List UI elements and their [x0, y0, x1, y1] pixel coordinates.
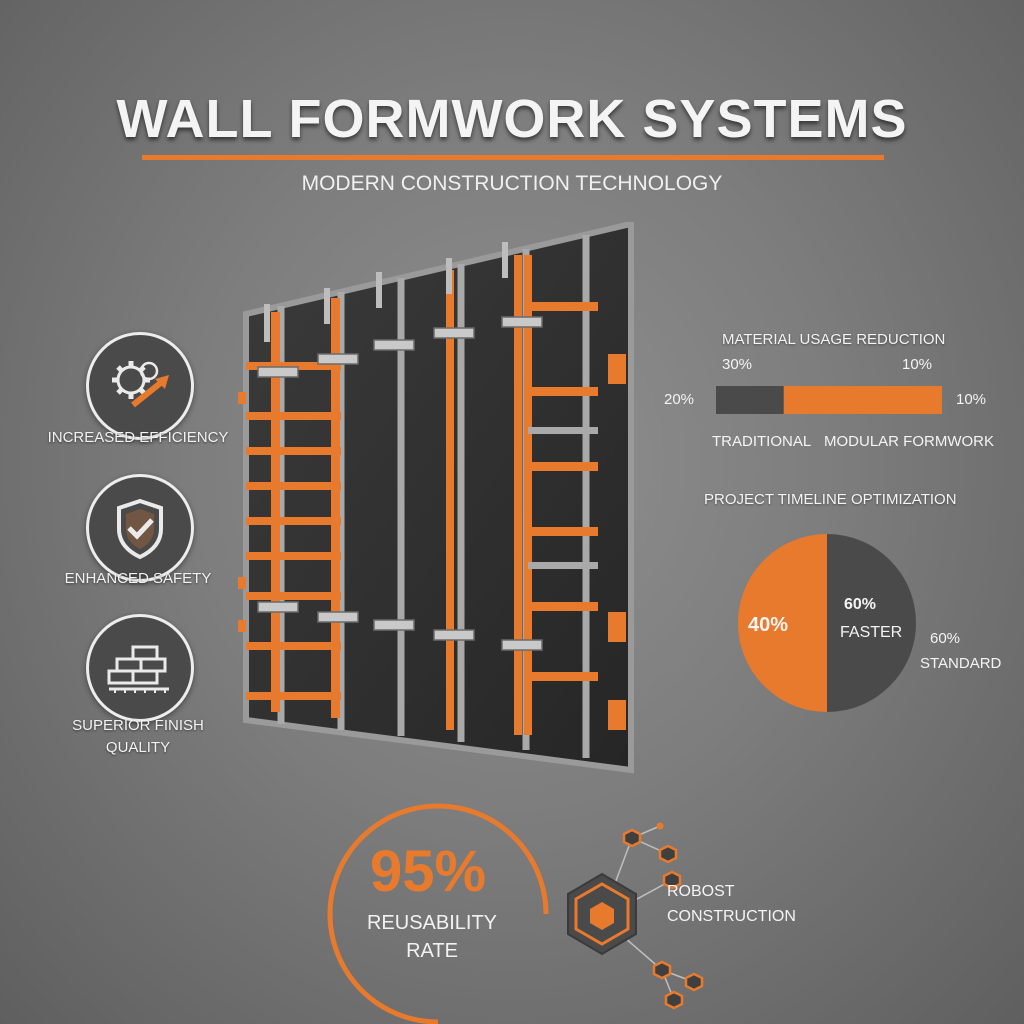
gear-arrow-icon: [112, 361, 169, 408]
efficiency-badge: [86, 332, 194, 440]
material-top-right-value: 10%: [902, 356, 933, 373]
safety-badge: [86, 474, 194, 582]
finish-label-text: SUPERIOR FINISH QUALITY: [72, 717, 204, 756]
material-left-outer-value: 20%: [664, 391, 695, 408]
bar-segment-modular: [783, 386, 942, 414]
reusability-progress-arc: [327, 803, 549, 1024]
title-underline: [142, 155, 884, 160]
hexagon-cube-icon: [567, 822, 704, 1010]
pie-label-right: 60%: [844, 596, 877, 613]
pie-slice-standard: [827, 534, 916, 712]
page-title: WALL FORMWORK SYSTEMS: [116, 89, 908, 149]
reusability-label-line1: REUSABILITY: [366, 912, 498, 934]
material-right-outer-value: 10%: [956, 391, 987, 408]
pie-label-faster: FASTER: [840, 624, 903, 641]
material-chart-title: MATERIAL USAGE REDUCTION: [722, 331, 946, 348]
feature-label-safety: ENHANCED SAFETY: [64, 570, 212, 587]
timeline-chart-title: PROJECT TIMELINE OPTIMIZATION: [704, 491, 957, 508]
material-top-left-value: 30%: [722, 356, 753, 373]
robust-line1: ROBOST: [667, 883, 735, 900]
robust-line2: CONSTRUCTION: [667, 908, 796, 925]
reusability-value: 95%: [370, 839, 487, 904]
page-subtitle: MODERN CONSTRUCTION TECHNOLOGY: [301, 172, 723, 195]
pie-outside-value: 60%: [930, 630, 961, 647]
formwork-panel-illustration: [238, 222, 634, 774]
finish-badge: [86, 614, 194, 722]
bar-segment-traditional: [716, 386, 784, 414]
reusability-label-line2: RATE: [406, 940, 458, 962]
pie-outside-label: STANDARD: [920, 655, 1002, 672]
reusability-ring: [327, 803, 549, 1024]
timeline-pie-chart: [738, 534, 916, 712]
bricks-icon: [107, 645, 169, 693]
shield-check-icon: [117, 498, 163, 560]
pie-label-left: 40%: [748, 614, 789, 636]
material-bar-chart: [716, 386, 942, 414]
feature-label-finish: SUPERIOR FINISH QUALITY: [28, 715, 248, 759]
material-label-traditional: TRADITIONAL: [712, 433, 812, 450]
material-label-modular: MODULAR FORMWORK: [824, 433, 994, 450]
feature-label-efficiency: INCREASED EFFICIENCY: [47, 429, 229, 446]
pie-slice-faster: [738, 534, 827, 712]
